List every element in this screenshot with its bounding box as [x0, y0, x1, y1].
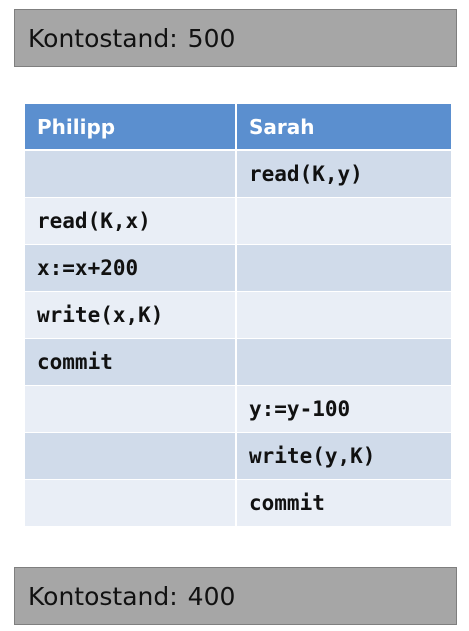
philipp-step [25, 386, 237, 433]
table-row: write(x,K) [25, 292, 451, 339]
table-row: x:=x+200 [25, 245, 451, 292]
sarah-step [237, 245, 451, 292]
sarah-step: read(K,y) [237, 151, 451, 198]
philipp-step [25, 433, 237, 480]
philipp-step: read(K,x) [25, 198, 237, 245]
balance-before: Kontostand: 500 [14, 9, 457, 67]
philipp-step: x:=x+200 [25, 245, 237, 292]
table-row: read(K,y) [25, 151, 451, 198]
balance-after: Kontostand: 400 [14, 567, 457, 625]
sarah-step: commit [237, 480, 451, 527]
balance-before-value: 500 [187, 23, 236, 53]
table-row: read(K,x) [25, 198, 451, 245]
table-row: commit [25, 339, 451, 386]
table-row: commit [25, 480, 451, 527]
philipp-step: commit [25, 339, 237, 386]
balance-after-value: 400 [187, 581, 236, 611]
header-sarah: Sarah [237, 104, 451, 151]
table-header-row: Philipp Sarah [25, 104, 451, 151]
balance-after-label: Kontostand: [28, 581, 178, 611]
sarah-step: y:=y-100 [237, 386, 451, 433]
header-philipp: Philipp [25, 104, 237, 151]
philipp-step [25, 151, 237, 198]
balance-before-label: Kontostand: [28, 23, 178, 53]
transaction-schedule-table: Philipp Sarah read(K,y) read(K,x) x:=x+2… [25, 104, 451, 527]
sarah-step: write(y,K) [237, 433, 451, 480]
philipp-step: write(x,K) [25, 292, 237, 339]
table-row: write(y,K) [25, 433, 451, 480]
table-row: y:=y-100 [25, 386, 451, 433]
sarah-step [237, 292, 451, 339]
philipp-step [25, 480, 237, 527]
sarah-step [237, 198, 451, 245]
sarah-step [237, 339, 451, 386]
